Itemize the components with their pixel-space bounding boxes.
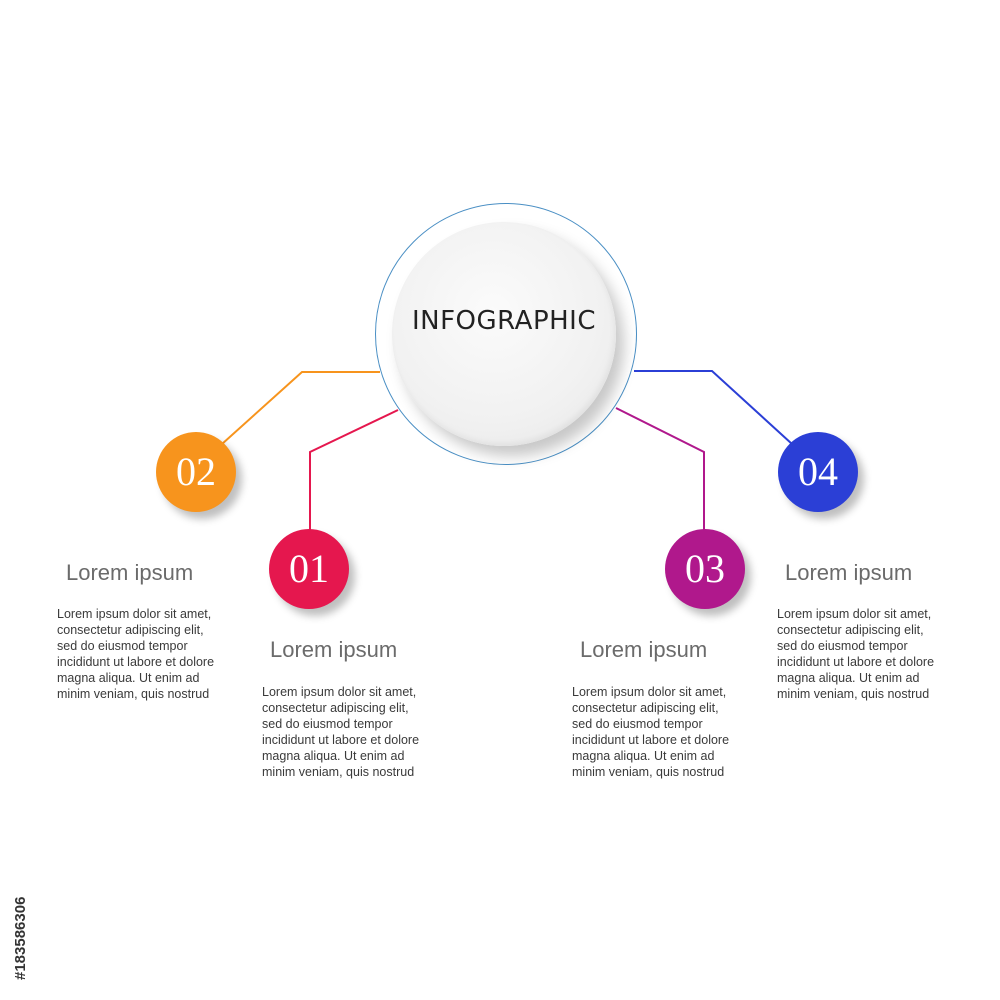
connector-line-01 <box>309 409 399 530</box>
step-02-text: Lorem ipsum dolor sit amet, consectetur … <box>57 607 215 701</box>
connector-line-02 <box>221 371 380 445</box>
step-03-number: 03 <box>685 546 725 591</box>
center-title: INFOGRAPHIC <box>411 306 597 336</box>
step-01-badge <box>269 529 349 609</box>
stock-id-label: #183586306 <box>12 760 32 980</box>
connector-line-03 <box>615 407 705 530</box>
step-01-heading: Lorem ipsum <box>270 637 398 662</box>
step-02-number: 02 <box>176 449 216 494</box>
step-01-number: 01 <box>289 546 329 591</box>
step-03-text: Lorem ipsum dolor sit amet, consectetur … <box>572 685 730 779</box>
step-04-heading: Lorem ipsum <box>785 560 913 585</box>
step-02-heading: Lorem ipsum <box>66 560 194 585</box>
step-04-text: Lorem ipsum dolor sit amet, consectetur … <box>777 607 935 701</box>
connector-line-04 <box>634 370 793 445</box>
step-02-badge <box>156 432 236 512</box>
stock-id-text: #183586306 <box>12 896 29 980</box>
step-03-heading: Lorem ipsum <box>580 637 708 662</box>
step-03-badge <box>665 529 745 609</box>
step-04-badge <box>778 432 858 512</box>
step-01-text: Lorem ipsum dolor sit amet, consectetur … <box>262 685 420 779</box>
center-disc <box>392 222 616 446</box>
step-04-number: 04 <box>798 449 838 494</box>
